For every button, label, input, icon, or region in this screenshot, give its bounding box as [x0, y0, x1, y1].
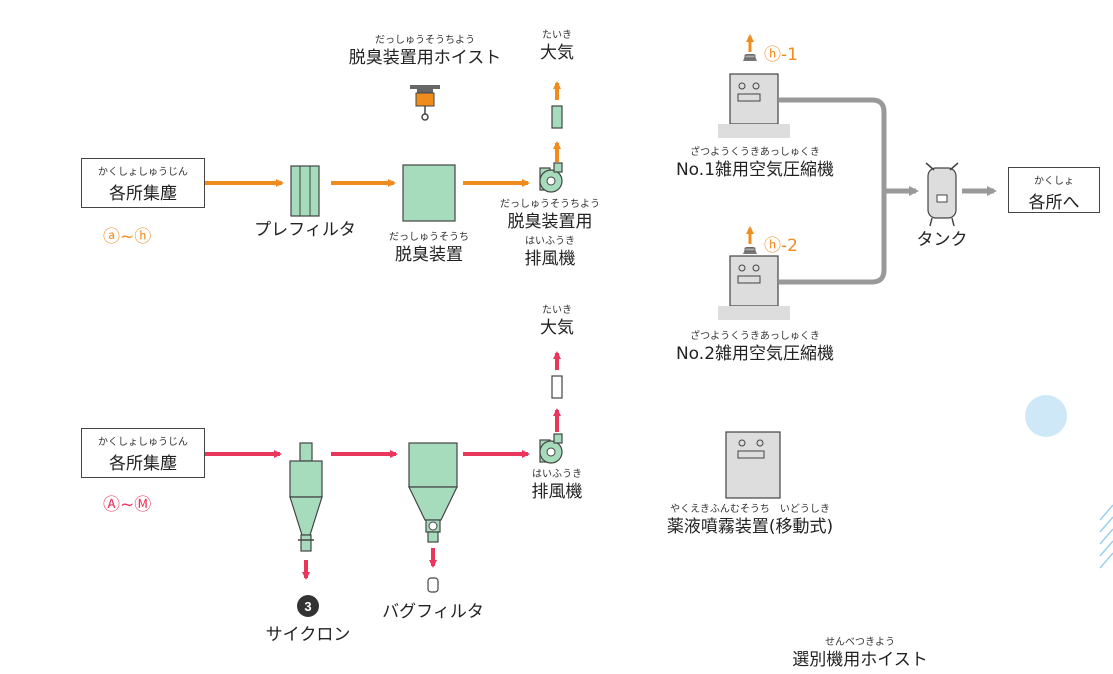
bagfilter-label: バグフィルタ — [382, 602, 484, 622]
deodorizer-unit — [402, 164, 456, 222]
compressor-2-tag: ⓗ-2 — [764, 236, 798, 256]
destination-label: 各所へ — [1028, 193, 1080, 213]
deodorizer-fan-unit — [539, 162, 563, 193]
odor-source-box: かくしょしゅうじん 各所集塵 — [81, 158, 205, 208]
sprayer-label: やくえきふんむそうち いどうしき 薬液噴霧装置(移動式) — [666, 504, 834, 537]
bagfilter-unit — [408, 442, 458, 543]
odor-stack-duct — [551, 105, 563, 129]
tank-label: タンク — [916, 230, 968, 250]
odor-flow-arrows — [205, 81, 561, 187]
cyclone-number-badge — [297, 595, 319, 617]
dust-source-label: 各所集塵 — [109, 454, 177, 474]
compressor-1-label: ざつようくうきあっしゅくき No.1雑用空気圧縮機 — [675, 147, 835, 180]
compressor-1-tag: ⓗ-1 — [764, 45, 798, 65]
sorting-hoist-label: せんべつきよう 選別機用ホイスト — [792, 637, 928, 670]
dust-flow-arrows — [205, 351, 561, 580]
tank-unit — [925, 162, 959, 227]
decorative-hatching — [1099, 504, 1113, 569]
hoist-icon — [410, 85, 440, 121]
dust-source-range: Ⓐ~Ⓜ — [103, 495, 152, 515]
decorative-circle — [1025, 395, 1067, 437]
dust-atmosphere-label: たいき 大気 — [540, 305, 574, 338]
odor-source-range: ⓐ~ⓗ — [103, 227, 152, 247]
compressor-2-label: ざつようくうきあっしゅくき No.2雑用空気圧縮機 — [675, 331, 835, 364]
cyclone-unit — [289, 442, 323, 552]
dust-source-ruby: かくしょしゅうじん — [98, 437, 188, 448]
compressor-1-unit — [718, 54, 790, 138]
deodorizer-fan-label: だっしゅうそうちよう 脱臭装置用 はいふうき 排風機 — [500, 199, 600, 269]
compressor-2-unit — [718, 247, 790, 320]
bagfilter-bin — [427, 577, 439, 593]
sprayer-unit — [725, 431, 781, 499]
odor-source-label: 各所集塵 — [109, 184, 177, 204]
odor-atmosphere-label: たいき 大気 — [540, 30, 574, 63]
hoist-label: だっしゅうそうちよう 脱臭装置用ホイスト — [348, 35, 502, 68]
cyclone-label: サイクロン — [265, 625, 351, 645]
dust-stack-duct — [551, 375, 563, 399]
dust-fan-label: はいふうき 排風機 — [531, 469, 583, 502]
odor-source-ruby: かくしょしゅうじん — [98, 167, 188, 178]
destination-ruby: かくしょ — [1034, 176, 1074, 187]
deodorizer-label: だっしゅうそうち 脱臭装置 — [389, 232, 469, 265]
cyclone-number: 3 — [304, 599, 311, 614]
prefilter-label: プレフィルタ — [254, 220, 356, 240]
destination-box: かくしょ 各所へ — [1008, 167, 1100, 213]
prefilter-unit — [290, 165, 320, 217]
dust-fan-unit — [539, 433, 563, 464]
dust-source-box: かくしょしゅうじん 各所集塵 — [81, 428, 205, 478]
